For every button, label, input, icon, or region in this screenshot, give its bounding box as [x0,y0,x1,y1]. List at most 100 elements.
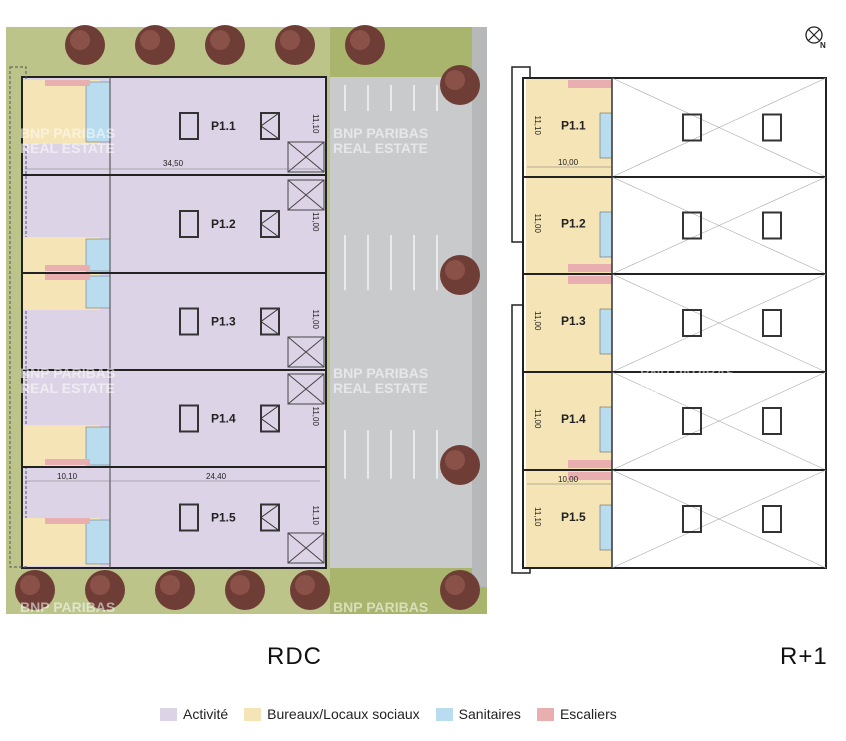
tree-highlight [90,575,110,595]
void-cross [611,273,827,373]
tree-highlight [445,450,465,470]
office-area [526,275,612,371]
tree-highlight [210,30,230,50]
stair-area [45,80,90,86]
office-width-dimension: 10,00 [558,475,579,484]
depth-dimension: 11,00 [311,212,320,232]
stair-area [45,518,90,524]
tree-highlight [295,575,315,595]
depth-dimension: 11,00 [533,311,542,331]
loading-door-cross [287,141,325,173]
trees [15,25,480,610]
void-cross [611,77,827,178]
skylight-icon [179,503,199,532]
sanitary-area [599,211,613,258]
depth-dimension: 11,10 [533,507,542,527]
unit-label: P1.1 [561,119,586,133]
compass-icon: N [805,26,826,50]
unit-label: P1.5 [211,511,236,525]
legend-item-sanitaires: Sanitaires [435,706,521,722]
hatch-mark [260,112,280,140]
watermark-logo: BNP PARIBAS [20,125,115,141]
sanitary-area [599,308,613,355]
sanitary-area [85,519,111,565]
unit-label: P1.3 [211,315,236,329]
hatch-icon [762,309,782,337]
office-width-dimension: 10,10 [57,472,78,481]
unit-label: P1.4 [561,412,586,426]
hatch-mark [260,210,280,238]
canopy-outline [9,66,27,568]
legend-swatch [536,707,554,721]
office-width-dimension: 10,00 [558,158,579,167]
loading-door-cross [287,373,325,405]
skylight-icon [179,112,199,140]
skylight-icon [179,210,199,238]
void-cross [611,176,827,275]
stair-area [568,264,612,272]
tree-highlight [160,575,180,595]
stair-area [568,460,612,468]
tree-highlight [230,575,250,595]
watermark-logo: REAL ESTATE [333,380,428,396]
skylight-icon [682,505,702,533]
sanitary-area [85,275,111,309]
compass-north-label: N [820,41,826,50]
depth-dimension: 11,10 [311,114,320,134]
hatch-icon [762,505,782,533]
watermark-logo: BNP PARIBAS [333,599,428,615]
upper-floor-title: R+1 [780,643,828,670]
watermarks: BNP PARIBAS REAL ESTATE BNP PARIBAS REAL ES… [20,125,735,630]
hatch-mark [260,405,280,432]
legend-swatch [435,707,453,721]
legend-item-bureaux: Bureaux/Locaux sociaux [244,706,420,722]
activity-width-dimension: 24,40 [206,472,227,481]
watermark-logo: REAL ESTATE [640,380,735,396]
stair-area [45,265,90,271]
tree-highlight [140,30,160,50]
hatch-icon [762,113,782,142]
loading-door [287,532,325,564]
hatch-icon [762,211,782,240]
total-length-dimension: 34,50 [163,159,184,168]
legend-label: Activité [183,706,229,722]
sanitary-area [85,426,111,466]
skylight-icon [179,307,199,336]
hatch-icon [762,407,782,435]
watermark-logo: REAL ESTATE [20,614,115,630]
unit-label: P1.2 [561,217,586,231]
unit-label: P1.5 [561,510,586,524]
sanitary-area [85,81,111,143]
unit-label: P1.3 [561,314,586,328]
void-cross [611,469,827,569]
road [472,27,487,587]
depth-dimension: 11,10 [533,116,542,136]
stair-area [568,80,612,88]
office-area [526,178,612,273]
legend-item-escaliers: Escaliers [536,706,617,722]
loading-door [287,179,325,211]
loading-door [287,373,325,405]
watermark-logo: REAL ESTATE [20,380,115,396]
skylight-icon [682,211,702,240]
hatch-mark [260,504,280,531]
legend-item-activite: Activité [160,706,228,722]
unit-label: P1.2 [211,217,236,231]
unit-label: P1.1 [211,119,236,133]
tree-highlight [20,575,40,595]
stair-area [568,472,612,480]
skylight-icon [682,407,702,435]
skylight-icon [179,404,199,433]
parking-area [330,27,487,614]
stair-area [45,459,90,465]
building-outline [21,76,327,569]
tree-highlight [445,575,465,595]
hatch-mark [260,308,280,335]
depth-dimension: 11,00 [311,310,320,330]
parking-spaces [344,85,438,479]
loading-door-cross [287,179,325,211]
stair-area [568,276,612,284]
tree-highlight [70,30,90,50]
